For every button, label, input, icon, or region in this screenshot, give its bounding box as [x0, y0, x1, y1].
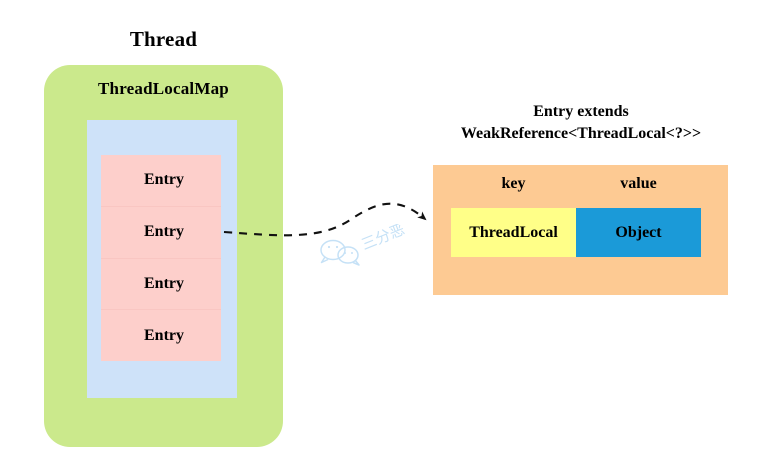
entry-row: Entry [101, 207, 221, 259]
wechat-watermark: 三分恶 [320, 224, 407, 266]
entry-row: Entry [144, 326, 184, 344]
thread-title: Thread [129, 27, 198, 51]
value-label: value [620, 175, 657, 192]
key-label: key [501, 175, 526, 192]
wechat-icon [320, 239, 360, 266]
entry-header-line-2: WeakReference<ThreadLocal<?>> [460, 124, 702, 142]
entry-row: Entry [101, 259, 221, 311]
entry-header: Entry extends WeakReference<ThreadLocal<… [433, 101, 729, 144]
value-cell-object: Object [576, 208, 701, 257]
entry-stack: Entry Entry Entry Entry [101, 155, 221, 361]
watermark-text: 三分恶 [359, 224, 407, 254]
entry-header-line-1: Entry extends [533, 103, 629, 120]
key-cell-threadlocal: ThreadLocal [451, 208, 576, 257]
entry-row: Entry [101, 155, 221, 207]
threadlocalmap-title: ThreadLocalMap [98, 79, 229, 98]
